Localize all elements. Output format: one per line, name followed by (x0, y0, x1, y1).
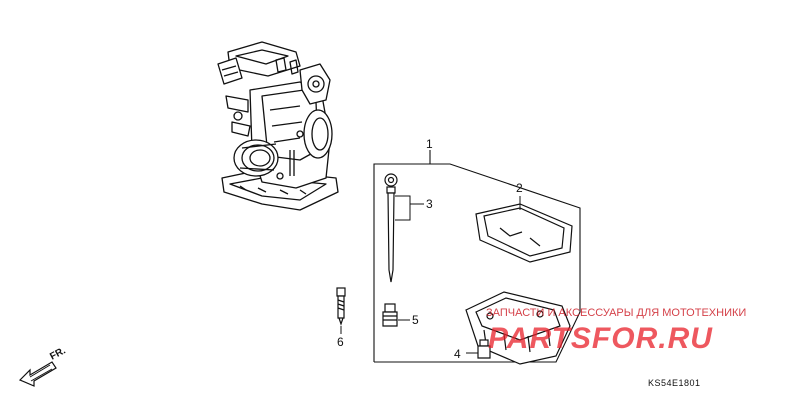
callout-numbers: 1 2 3 4 5 6 (337, 137, 523, 361)
arrow-left-icon (18, 361, 57, 387)
callout-5: 5 (412, 313, 419, 327)
drain-screw (477, 339, 491, 359)
drawing-code: KS54E1801 (648, 378, 701, 388)
watermark-brand: PARTSFOR.RU (488, 322, 713, 355)
watermark: ЗАПЧАСТИ И АКСЕССУАРЫ ДЛЯ МОТОТЕХНИКИ PA… (486, 307, 746, 355)
float-bowl-gasket (475, 203, 573, 263)
kit-boundary (373, 150, 581, 363)
watermark-tagline: ЗАПЧАСТИ И АКСЕССУАРЫ ДЛЯ МОТОТЕХНИКИ (486, 307, 746, 319)
carburetor-assembly (217, 41, 339, 211)
needle-jet (382, 303, 398, 327)
jet-needle (384, 173, 398, 283)
front-arrow: FR. (18, 345, 68, 387)
front-label: FR. (48, 345, 68, 362)
callout-2: 2 (516, 181, 523, 195)
callout-4: 4 (454, 347, 461, 361)
callout-6: 6 (337, 335, 344, 349)
callout-1: 1 (426, 137, 433, 151)
callout-3: 3 (426, 197, 433, 211)
pilot-screw (336, 287, 346, 326)
leader-lines (340, 195, 521, 354)
